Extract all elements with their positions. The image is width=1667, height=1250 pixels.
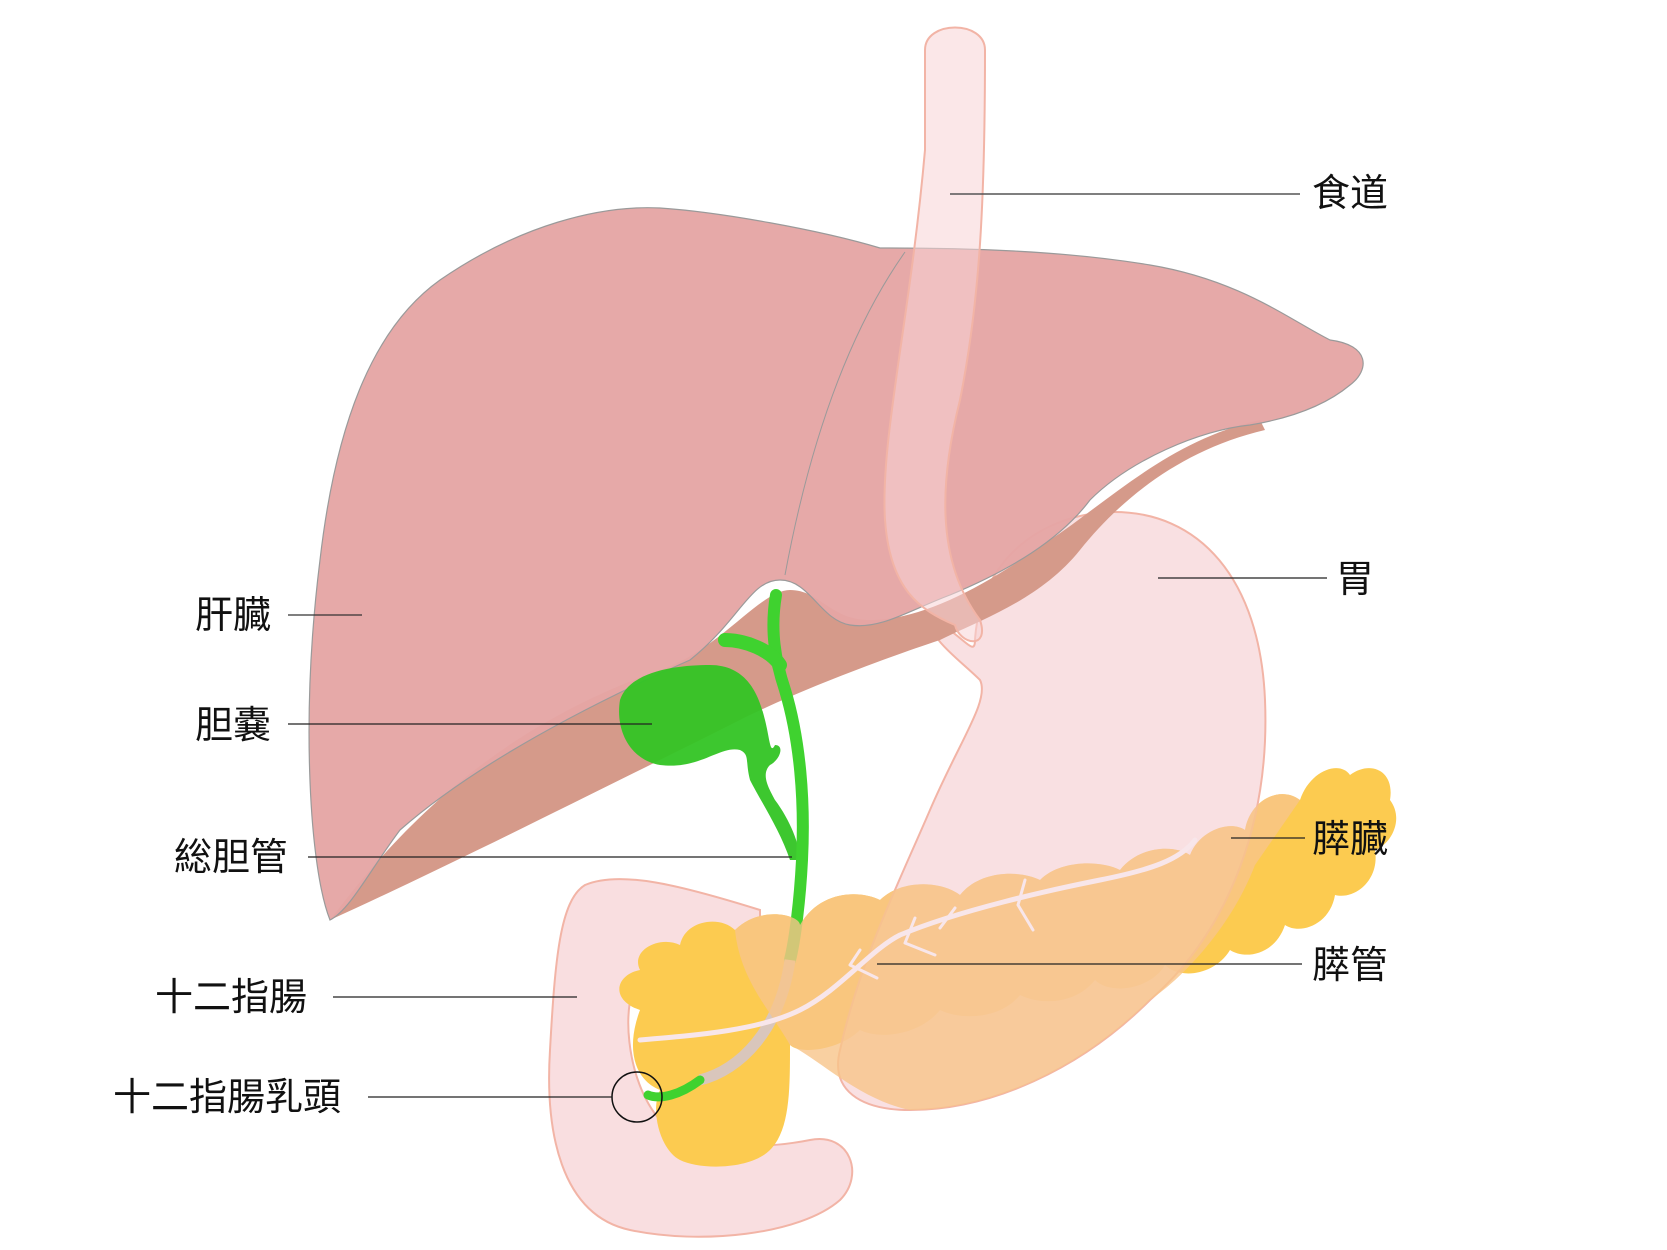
hepatic-duct-branch (718, 633, 787, 672)
label-pancreas: 膵臓 (1312, 817, 1389, 861)
liver-underside-shape (330, 420, 1265, 920)
label-pancreatic-duct: 膵管 (1312, 943, 1389, 987)
label-esophagus: 食道 (1312, 171, 1389, 215)
label-common-bile-duct: 総胆管 (174, 835, 289, 879)
gallbladder-shape (619, 665, 800, 860)
pancreas-overlap-shape (735, 794, 1300, 1110)
label-gallbladder: 胆嚢 (195, 703, 272, 747)
esophagus-shape (883, 26, 987, 643)
label-duodenum: 十二指腸 (155, 975, 308, 1019)
common-bile-duct-terminal (643, 1075, 705, 1102)
label-stomach: 胃 (1336, 557, 1375, 601)
label-liver: 肝臓 (195, 593, 272, 637)
liver-lobe-line (784, 251, 906, 576)
label-duodenal-papilla: 十二指腸乳頭 (113, 1075, 342, 1119)
pancreatic-duct-branches (848, 878, 1035, 980)
pancreatic-duct (637, 837, 1198, 1043)
liver-shape (308, 207, 1364, 921)
